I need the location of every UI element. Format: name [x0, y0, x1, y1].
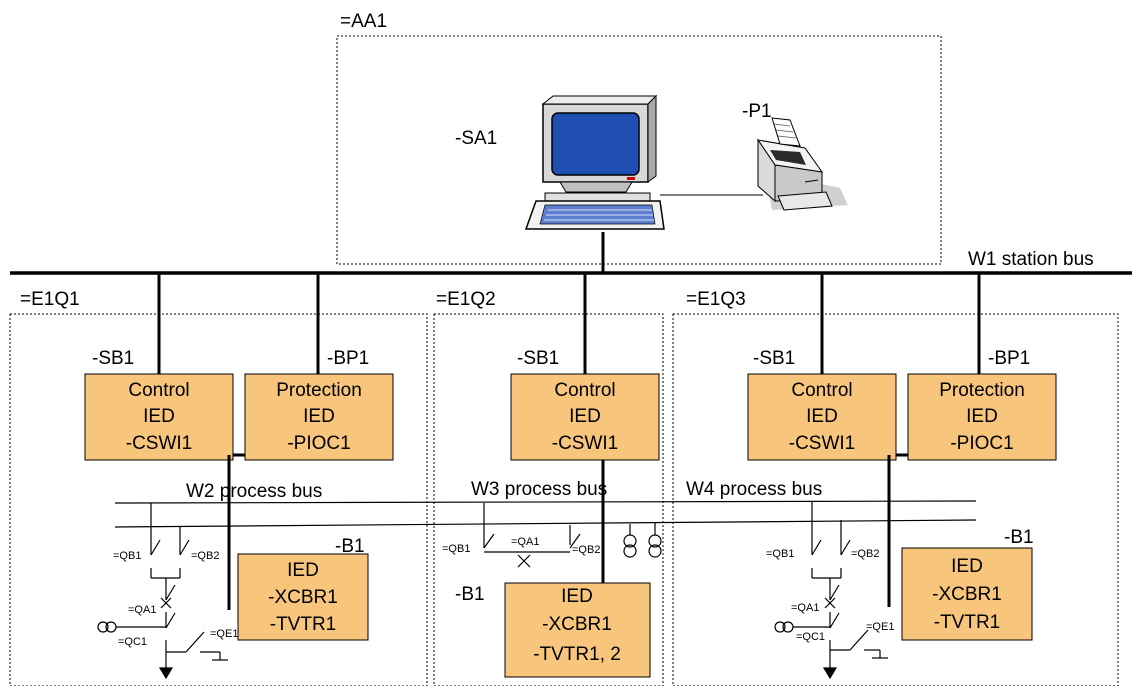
e1q2-merging-ref: -B1 [455, 584, 485, 605]
svg-text:-CSWI1: -CSWI1 [789, 433, 856, 454]
e1q3-qb2-label: =QB2 [851, 548, 879, 560]
bay-e1q1-label: =E1Q1 [20, 289, 80, 310]
e1q2-qb2-label: =QB2 [572, 544, 600, 556]
e1q1-protection-ref: -BP1 [327, 348, 369, 369]
printer-label: -P1 [742, 101, 772, 122]
bay-e1q3-frame [672, 313, 1119, 686]
computer-label: -SA1 [455, 128, 497, 149]
e1q1-merging-ref: -B1 [335, 536, 365, 557]
svg-text:-TVTR1: -TVTR1 [934, 612, 1001, 633]
svg-text:IED: IED [561, 586, 593, 607]
w4-process-bus-label: W4 process bus [686, 479, 822, 500]
e1q2-qb1-label: =QB1 [442, 543, 470, 555]
w3-process-bus-label: W3 process bus [471, 479, 607, 500]
e1q3-protection-ied: Protection IED -PIOC1 [907, 373, 1057, 461]
svg-text:-TVTR1: -TVTR1 [270, 614, 337, 635]
bay-e1q2-frame [433, 313, 664, 686]
svg-text:IED: IED [303, 406, 335, 427]
svg-text:-XCBR1: -XCBR1 [932, 584, 1002, 605]
station-level-frame [336, 35, 942, 265]
e1q1-protection-ied: Protection IED -PIOC1 [244, 373, 394, 461]
ied-process-connections [227, 453, 908, 610]
svg-text:IED: IED [966, 406, 998, 427]
bay-e1q3-label: =E1Q3 [686, 289, 746, 310]
svg-text:IED: IED [143, 406, 175, 427]
svg-text:IED: IED [806, 406, 838, 427]
e1q1-qb1-label: =QB1 [113, 550, 141, 562]
e1q1-merging-ied: IED -XCBR1 -TVTR1 [237, 553, 369, 641]
svg-text:IED: IED [287, 560, 319, 581]
e1q3-control-ied: Control IED -CSWI1 [747, 373, 897, 461]
e1q3-qc1-label: =QC1 [796, 631, 825, 643]
e1q3-switchgear [774, 501, 888, 680]
e1q1-control-ied: Control IED -CSWI1 [84, 373, 234, 461]
svg-text:-XCBR1: -XCBR1 [268, 587, 338, 608]
e1q3-qb1-label: =QB1 [766, 548, 794, 560]
e1q3-merging-ied: IED -XCBR1 -TVTR1 [901, 547, 1033, 641]
svg-text:Control: Control [128, 380, 189, 401]
e1q3-control-ref: -SB1 [753, 348, 795, 369]
svg-text:-PIOC1: -PIOC1 [950, 433, 1013, 454]
svg-text:IED: IED [951, 556, 983, 577]
svg-text:-XCBR1: -XCBR1 [542, 614, 612, 635]
svg-text:IED: IED [569, 406, 601, 427]
svg-text:Control: Control [791, 380, 852, 401]
station-id-label: =AA1 [340, 11, 387, 32]
e1q1-switchgear [97, 503, 228, 680]
printer-icon [756, 117, 848, 211]
e1q3-protection-ref: -BP1 [988, 348, 1030, 369]
svg-text:-CSWI1: -CSWI1 [552, 433, 619, 454]
e1q1-control-ref: -SB1 [92, 348, 134, 369]
e1q1-qe1-label: =QE1 [210, 628, 238, 640]
bay-e1q1-frame [9, 313, 428, 686]
svg-text:Protection: Protection [276, 380, 362, 401]
e1q1-qc1-label: =QC1 [118, 636, 147, 648]
svg-text:-PIOC1: -PIOC1 [287, 433, 350, 454]
e1q2-merging-ied: IED -XCBR1 -TVTR1, 2 [504, 582, 651, 678]
bay-e1q2-label: =E1Q2 [436, 289, 496, 310]
e1q2-switchgear [483, 503, 662, 568]
station-bus-label: W1 station bus [968, 249, 1094, 270]
computer-icon [524, 94, 665, 230]
e1q2-control-ref: -SB1 [517, 348, 559, 369]
process-bus-lines [114, 500, 977, 528]
e1q3-merging-ref: -B1 [1004, 527, 1034, 548]
e1q2-qa1-label: =QA1 [511, 536, 539, 548]
e1q2-control-ied: Control IED -CSWI1 [510, 373, 660, 461]
e1q1-qa1-label: =QA1 [128, 604, 156, 616]
e1q3-qa1-label: =QA1 [791, 602, 819, 614]
e1q3-qe1-label: =QE1 [866, 621, 894, 633]
w2-process-bus-label: W2 process bus [186, 481, 322, 502]
svg-text:-TVTR1, 2: -TVTR1, 2 [533, 644, 621, 665]
svg-text:Protection: Protection [939, 380, 1025, 401]
e1q1-qb2-label: =QB2 [191, 550, 219, 562]
svg-text:-CSWI1: -CSWI1 [126, 433, 193, 454]
svg-text:Control: Control [554, 380, 615, 401]
